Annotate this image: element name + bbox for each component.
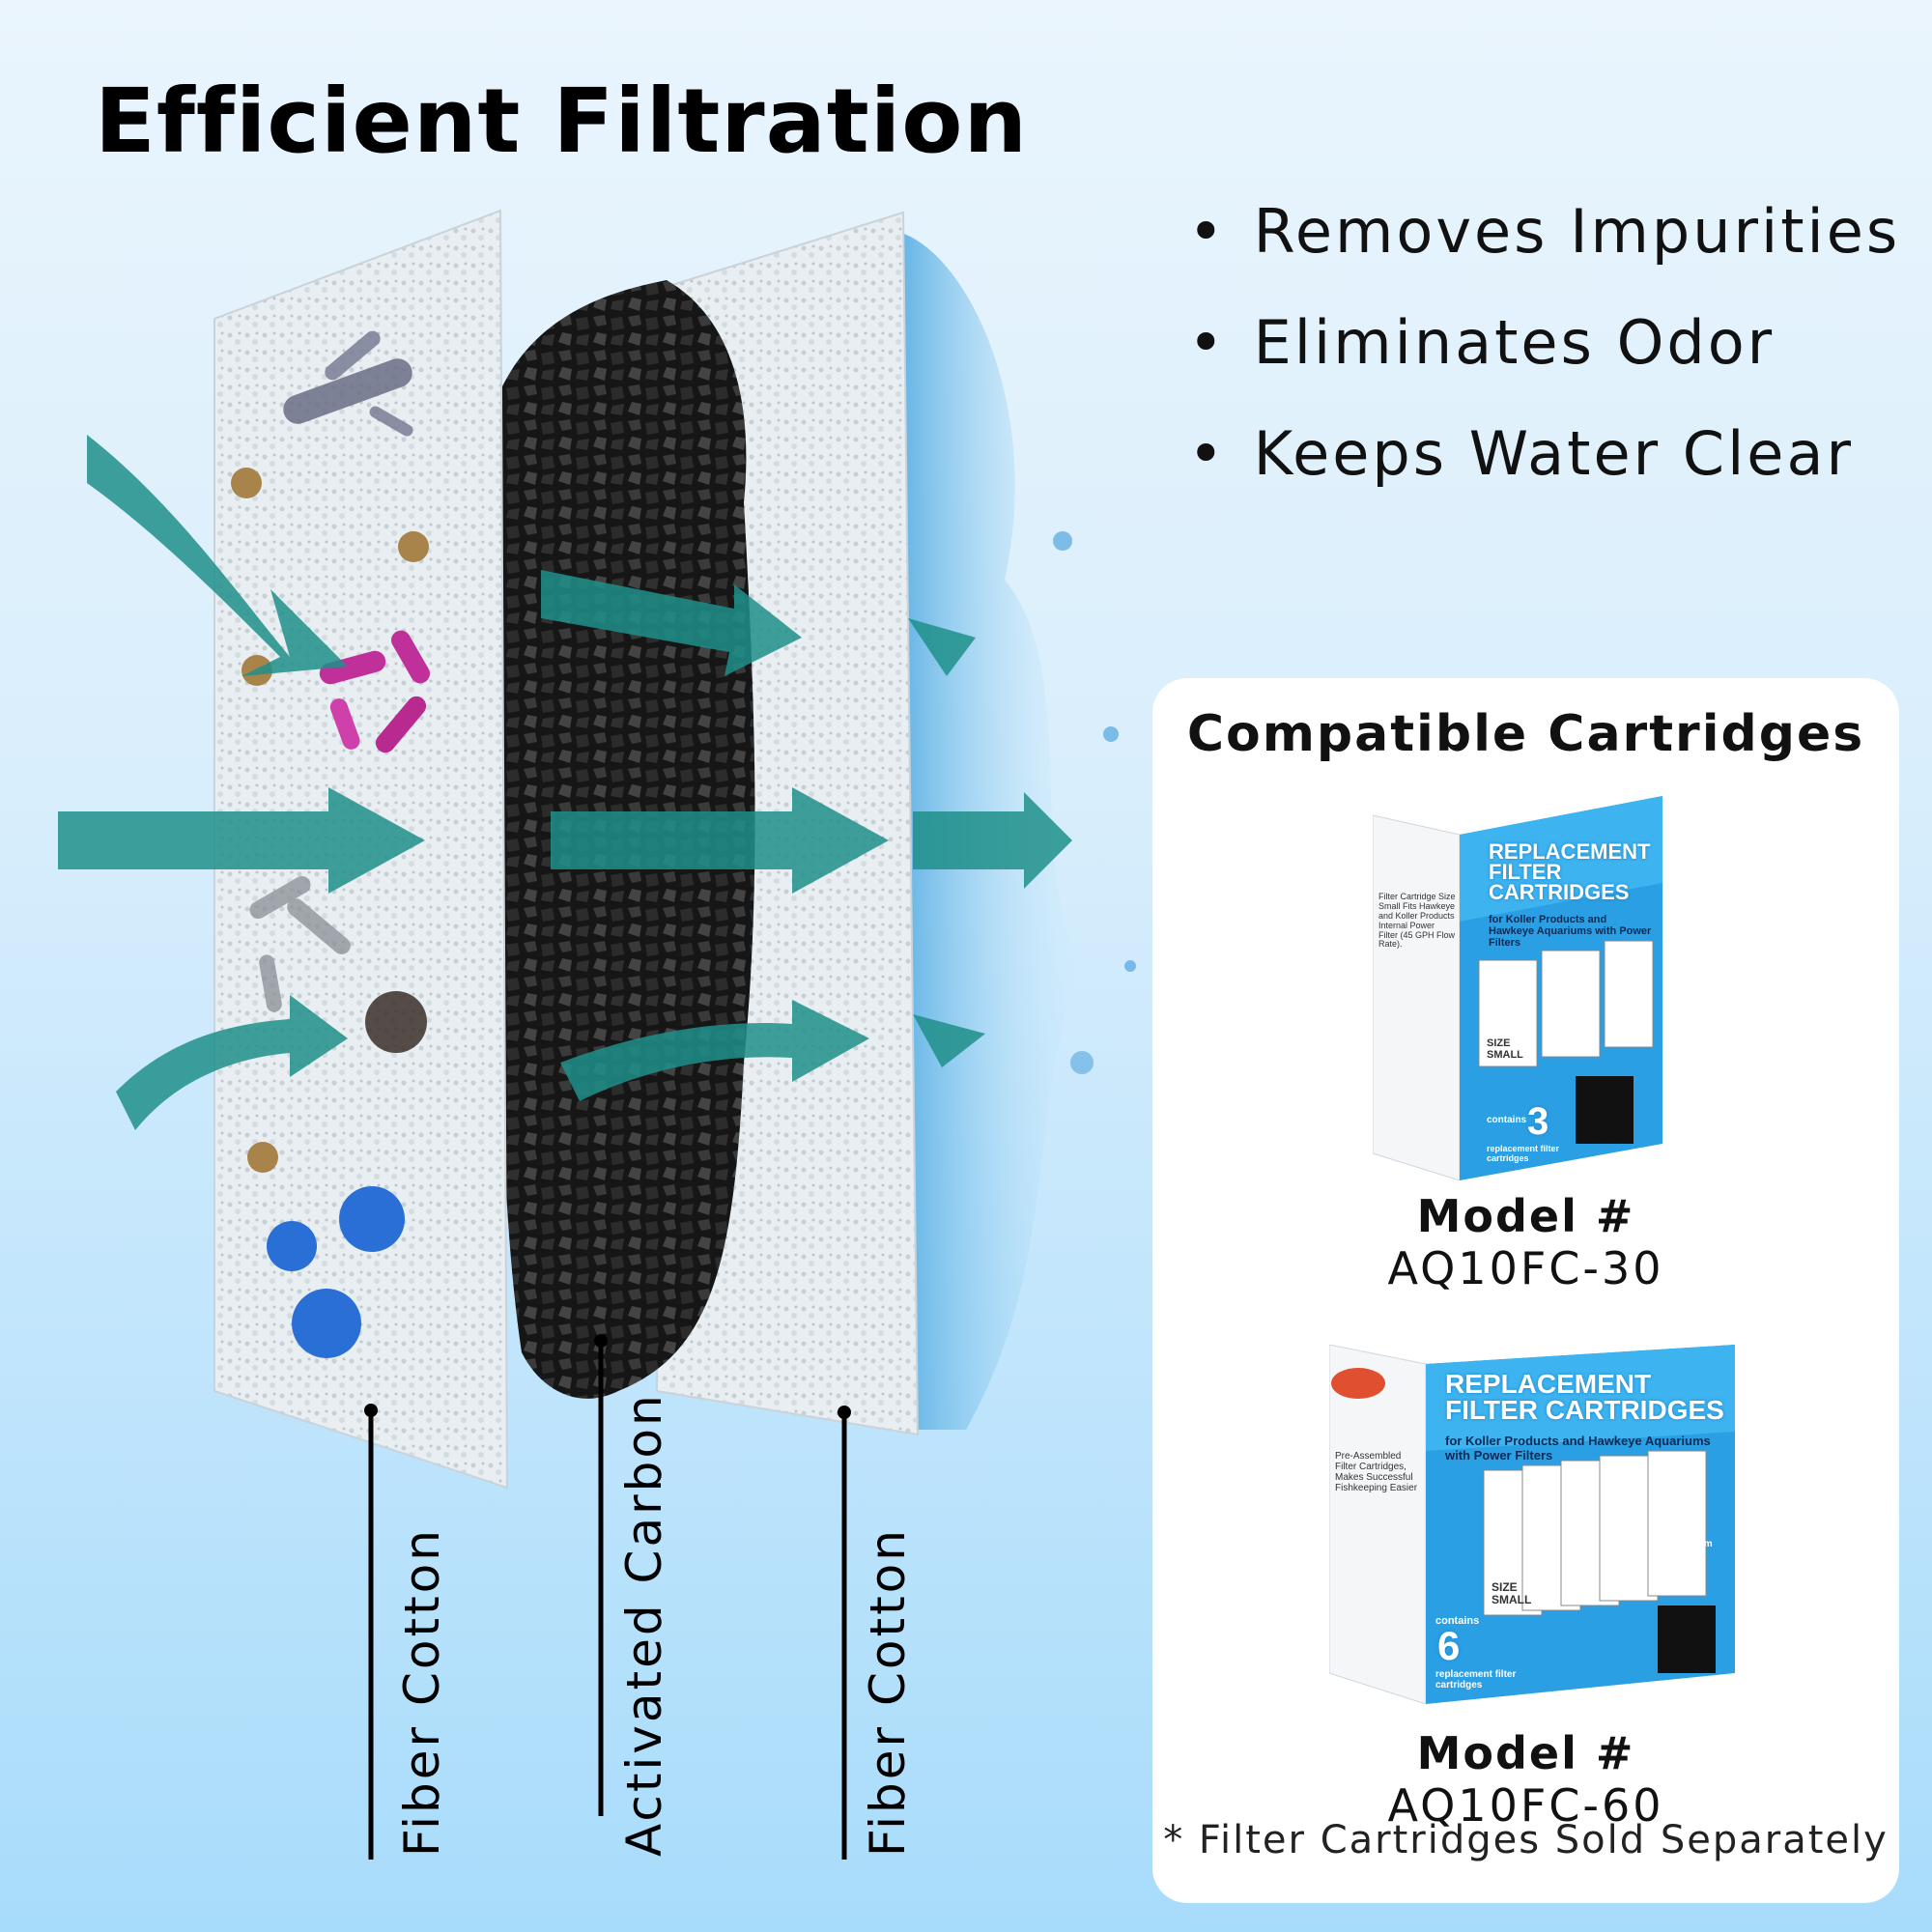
sold-separately-note: * Filter Cartridges Sold Separately xyxy=(1163,1818,1889,1862)
bacteria-gray-rods xyxy=(249,876,351,1012)
flow-arrow xyxy=(541,570,802,676)
box-6-pack-graphic xyxy=(1328,1344,1735,1705)
box-count-label: contains xyxy=(1487,1115,1527,1125)
model-label: Model # xyxy=(1416,1190,1635,1242)
box-count: 6 xyxy=(1437,1623,1461,1668)
leader-dot xyxy=(364,1404,378,1417)
box-subtitle: for Koller Products and Hawkeye Aquarium… xyxy=(1445,1434,1711,1463)
flow-arrow xyxy=(58,787,425,894)
flow-arrow xyxy=(913,792,1072,889)
box-badge: Makes Aquarium Water Cleaner xyxy=(1606,989,1648,1028)
leader-lines xyxy=(368,1341,847,1860)
page-title: Efficient Filtration xyxy=(95,70,1028,173)
flow-arrow xyxy=(87,435,348,676)
card-title: Compatible Cartridges xyxy=(1186,705,1865,763)
model-label: Model # xyxy=(1416,1727,1635,1779)
benefit-item: Keeps Water Clear xyxy=(1188,415,1900,526)
flow-arrow xyxy=(560,1000,869,1101)
box-side-text: Filter Cartridge Size Small Fits Hawkeye… xyxy=(1378,892,1456,950)
benefit-item: Removes Impurities xyxy=(1188,193,1900,304)
benefits-list: Removes Impurities Eliminates Odor Keeps… xyxy=(1188,193,1900,526)
box-subtitle: for Koller Products and Hawkeye Aquarium… xyxy=(1489,914,1652,949)
filter-layers-illustration: Fiber Cotton Activated Carbon Fiber Cott… xyxy=(58,209,1136,1860)
box-size-label: SIZE SMALL xyxy=(1487,1037,1523,1062)
water-droplet xyxy=(1053,531,1072,551)
box-title: REPLACEMENT FILTER CARTRIDGES xyxy=(1489,839,1651,904)
virus-blue-cluster xyxy=(267,1186,405,1358)
fish-icon xyxy=(1331,1368,1385,1399)
flow-arrow xyxy=(913,1014,985,1067)
bacteria-gray-cluster xyxy=(283,330,413,437)
layer-label-fiber-cotton-right: Fiber Cotton xyxy=(860,1527,916,1857)
leader-dot xyxy=(594,1334,608,1348)
box-count-caption: replacement filter cartridges xyxy=(1487,1144,1560,1163)
benefit-item: Eliminates Odor xyxy=(1188,304,1900,415)
bacteria-pink-cluster xyxy=(319,630,430,753)
leader-dot xyxy=(838,1406,851,1419)
box-badge: Makes Aquarium Water Cleaner xyxy=(1667,1528,1713,1571)
product-aq10fc-60: Model # AQ10FC-60 xyxy=(1152,1727,1899,1832)
sediment-particle xyxy=(398,531,429,562)
box-side-text: Pre-Assembled Filter Cartridges, Makes S… xyxy=(1335,1451,1418,1493)
product-box-6-pack: REPLACEMENT FILTER CARTRIDGES for Koller… xyxy=(1328,1344,1735,1705)
model-number: AQ10FC-60 xyxy=(1387,1779,1664,1832)
box-title: REPLACEMENT FILTER CARTRIDGES xyxy=(1445,1369,1724,1425)
box-count-caption: replacement filter cartridges xyxy=(1435,1669,1517,1690)
box-count: 3 xyxy=(1527,1100,1549,1143)
water-droplet xyxy=(1103,726,1119,742)
filter-layers-graphic xyxy=(58,209,1136,1860)
compatible-cartridges-card: Compatible Cartridges REPLACEMENT FILTER… xyxy=(1152,678,1899,1903)
product-box-3-pack: REPLACEMENT FILTER CARTRIDGES for Koller… xyxy=(1372,796,1662,1181)
water-droplet xyxy=(1070,1051,1094,1074)
flow-arrow xyxy=(908,618,976,676)
model-number: AQ10FC-30 xyxy=(1387,1242,1664,1294)
dirt-particle xyxy=(365,991,427,1053)
flow-arrow xyxy=(551,787,889,894)
water-droplet xyxy=(1124,960,1136,972)
box-3-pack-graphic xyxy=(1372,796,1662,1181)
box-size-label: SIZE SMALL xyxy=(1492,1580,1532,1607)
box-count-label: contains xyxy=(1435,1615,1480,1627)
flow-arrows xyxy=(58,435,1072,1130)
sediment-particle xyxy=(231,468,262,498)
layer-label-activated-carbon: Activated Carbon xyxy=(616,1392,672,1857)
flow-arrow xyxy=(116,995,348,1130)
product-aq10fc-30: Model # AQ10FC-30 xyxy=(1152,1190,1899,1294)
layer-label-fiber-cotton-left: Fiber Cotton xyxy=(394,1527,450,1857)
sediment-particle xyxy=(247,1142,278,1173)
